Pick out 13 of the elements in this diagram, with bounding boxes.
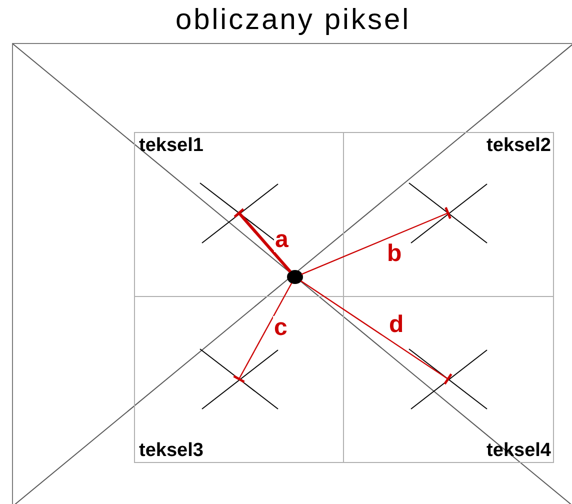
texel-label: teksel1 [139,135,204,157]
distance-line [232,282,292,384]
texel-label: teksel2 [486,135,551,157]
texel-center-cross [199,349,279,409]
pixel-title: obliczany piksel [174,4,412,37]
texel-cell [343,296,554,463]
texel-label: teksel3 [139,440,204,462]
distance-line [233,208,292,273]
distance-line [300,280,453,386]
sample-point [287,270,303,284]
distance-line [301,206,452,275]
texel-center-cross [408,183,488,243]
texel-center-cross [408,349,488,409]
